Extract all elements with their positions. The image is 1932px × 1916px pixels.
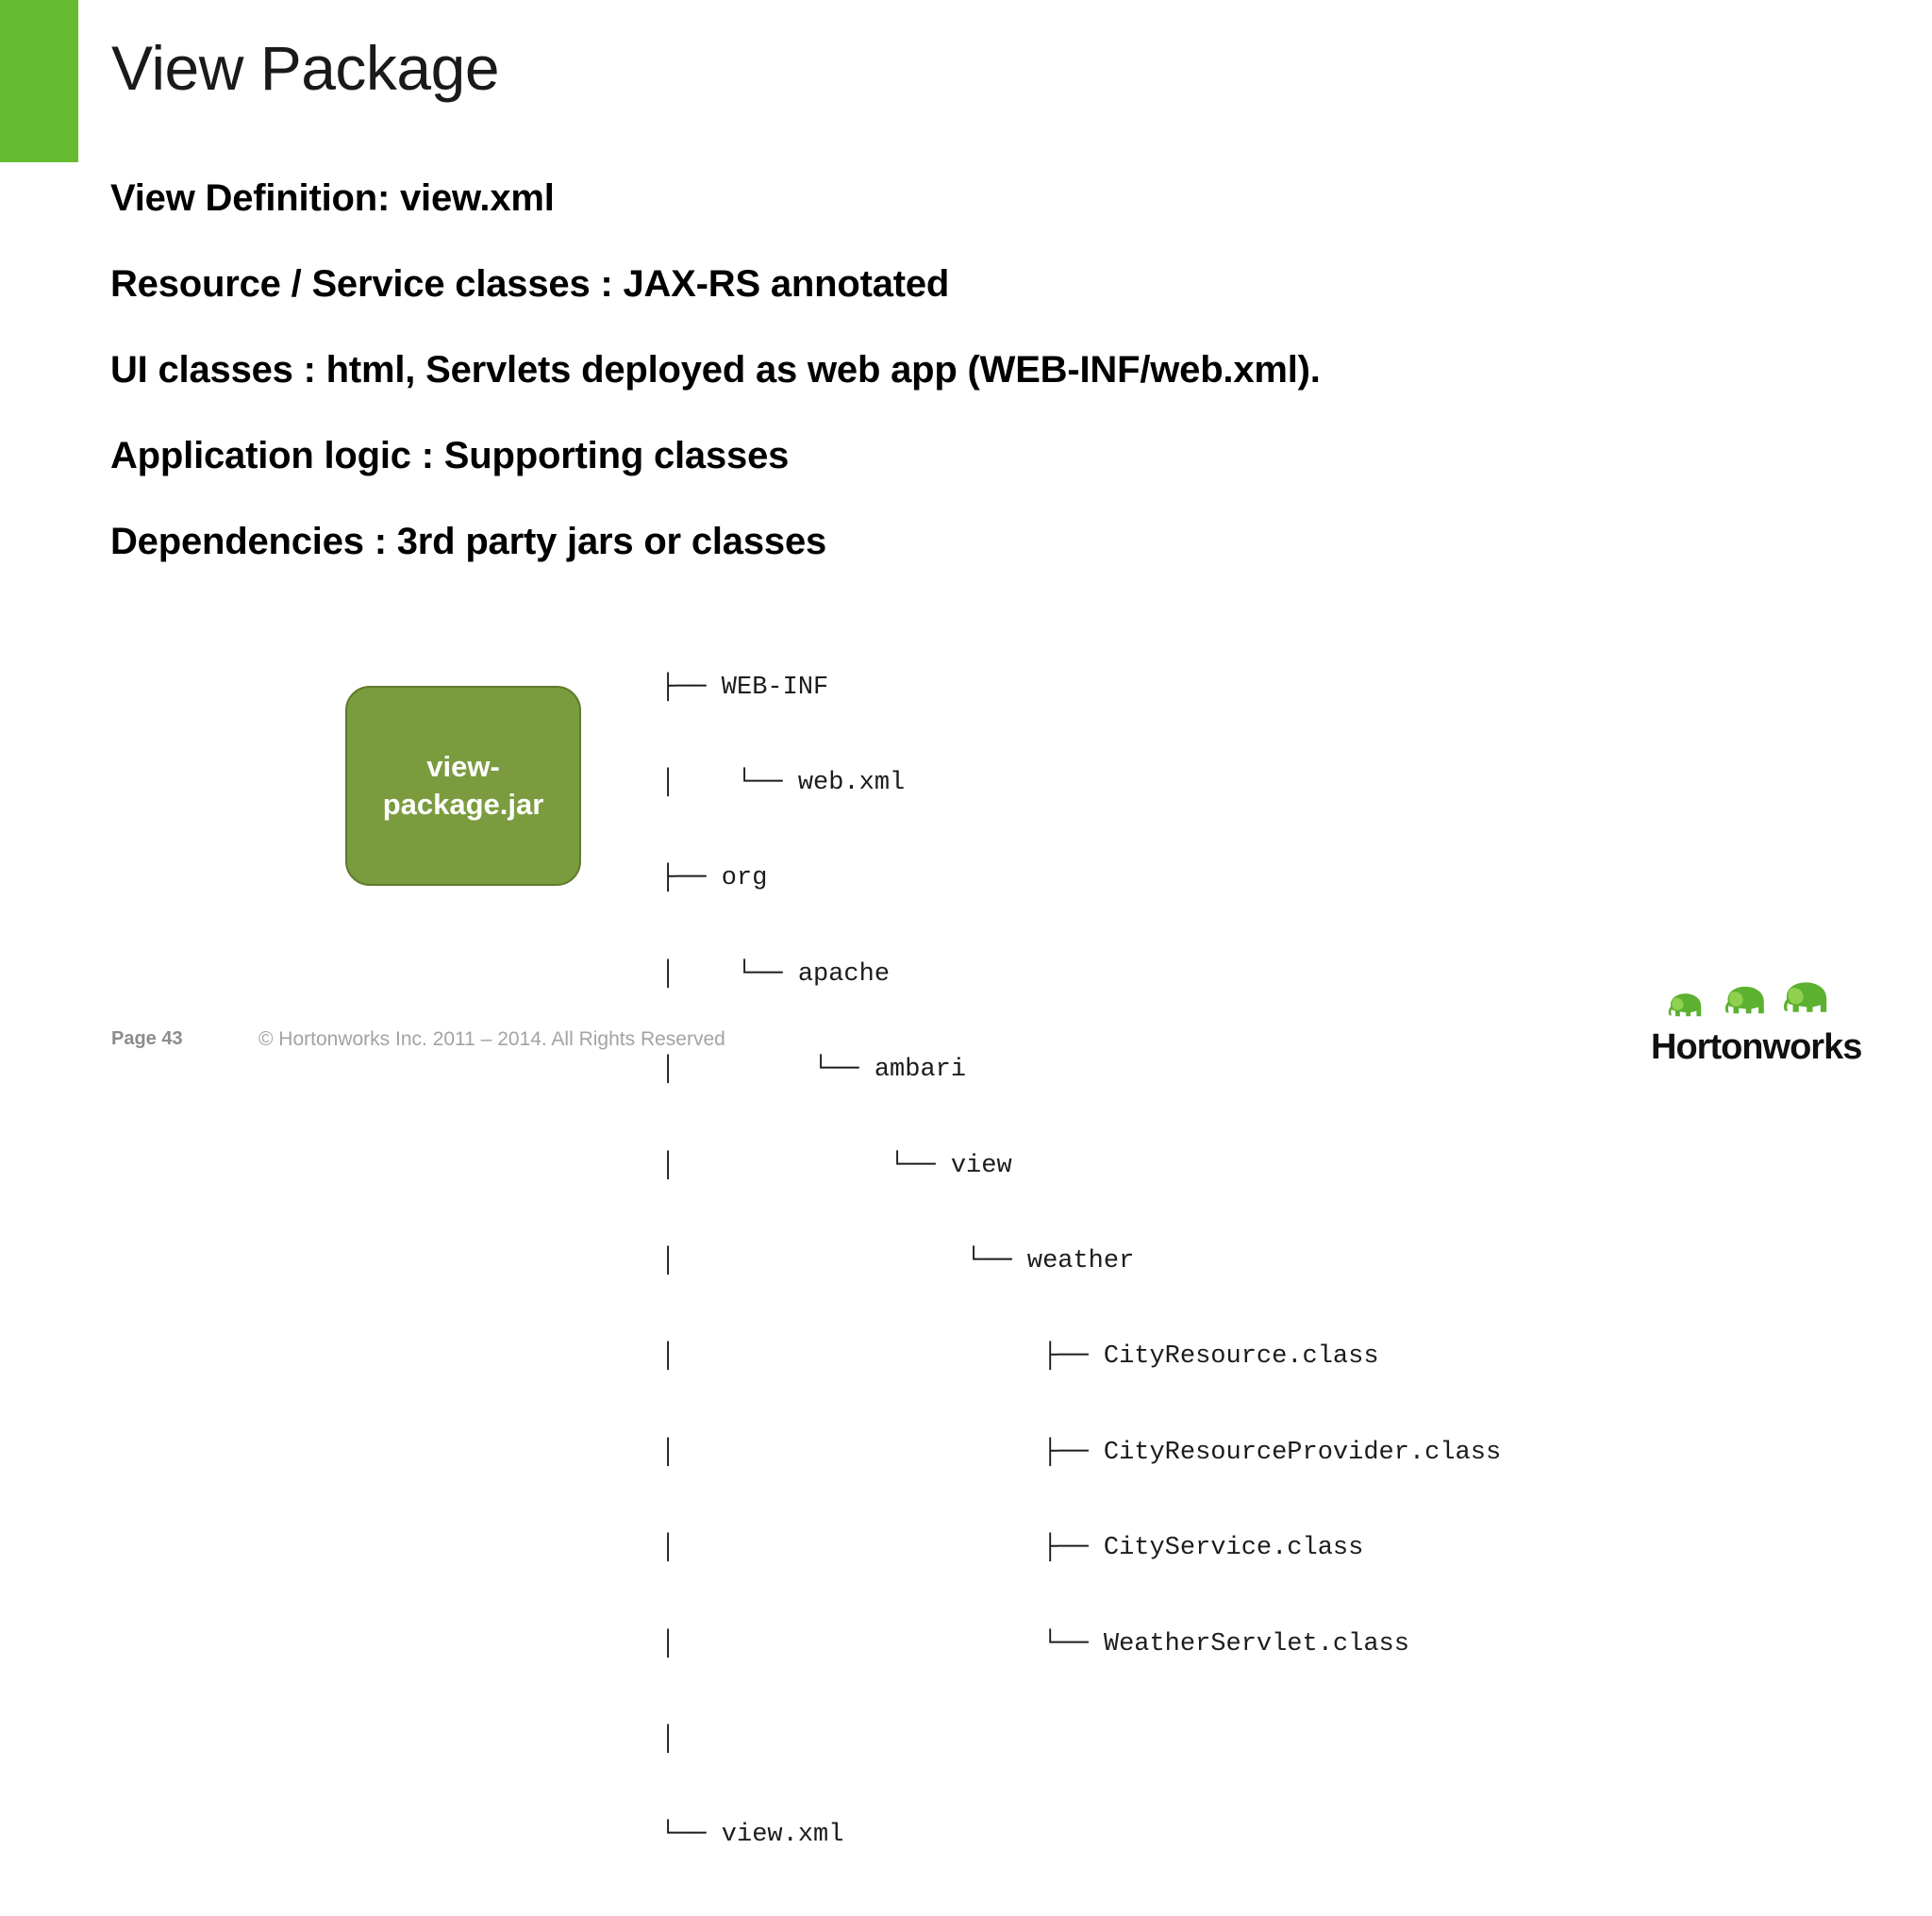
hortonworks-wordmark: Hortonworks (1651, 1027, 1861, 1066)
bullet-item-dependencies: Dependencies : 3rd party jars or classes (110, 521, 827, 562)
bullet-item-view-definition: View Definition: view.xml (110, 177, 555, 219)
tree-row: │ └── ambari (660, 1056, 967, 1085)
footer-copyright: © Hortonworks Inc. 2011 – 2014. All Righ… (258, 1028, 725, 1050)
jar-box-label-line2: package.jar (382, 788, 544, 821)
view-package-jar-box: view- package.jar (345, 686, 581, 886)
bullet-item-ui-classes: UI classes : html, Servlets deployed as … (110, 349, 1321, 391)
tree-row: │ └── apache (660, 959, 891, 989)
page-title: View Package (111, 33, 500, 103)
elephant-ear (1728, 991, 1743, 1007)
elephant-trunk (1724, 1001, 1731, 1013)
slide-canvas: View Package View Definition: view.xml R… (0, 0, 1868, 1850)
hortonworks-logo: Hortonworks (1651, 974, 1868, 1066)
tree-row: ├── org (660, 864, 768, 893)
bullet-list: View Definition: view.xml Resource / Ser… (110, 179, 1865, 608)
tree-row: ├── WEB-INF (660, 673, 829, 702)
directory-tree: ├── WEB-INF │ └── web.xml ├── org │ └── … (660, 608, 1501, 1916)
elephant-icon (1784, 982, 1827, 1012)
elephant-trunk (1784, 999, 1790, 1011)
tree-row: │ (660, 1724, 676, 1754)
elephant-trunk (1668, 1006, 1674, 1016)
title-accent-bar (0, 0, 78, 162)
tree-row: │ └── weather (660, 1246, 1135, 1275)
tree-row: │ ├── CityService.class (660, 1534, 1364, 1563)
tree-row: │ ├── CityResource.class (660, 1342, 1379, 1372)
hortonworks-logo-svg: Hortonworks (1651, 982, 1862, 1066)
footer-page-number: Page 43 (111, 1028, 183, 1049)
tree-row: │ └── WeatherServlet.class (660, 1629, 1409, 1658)
bullet-item-application-logic: Application logic : Supporting classes (110, 435, 790, 476)
elephant-icon (1724, 986, 1764, 1014)
elephant-ear (1672, 997, 1684, 1010)
tree-row: │ └── web.xml (660, 768, 906, 797)
bullet-item-resource-service: Resource / Service classes : JAX-RS anno… (110, 263, 950, 305)
tree-row: │ ├── CityResourceProvider.class (660, 1438, 1502, 1467)
elephant-icon (1668, 993, 1702, 1017)
elephant-ear (1788, 988, 1804, 1005)
tree-row: │ └── view (660, 1151, 1012, 1180)
tree-row: └── view.xml (660, 1821, 844, 1850)
elephant-icon-group (1668, 982, 1827, 1017)
jar-box-label-line1: view- (426, 749, 500, 783)
